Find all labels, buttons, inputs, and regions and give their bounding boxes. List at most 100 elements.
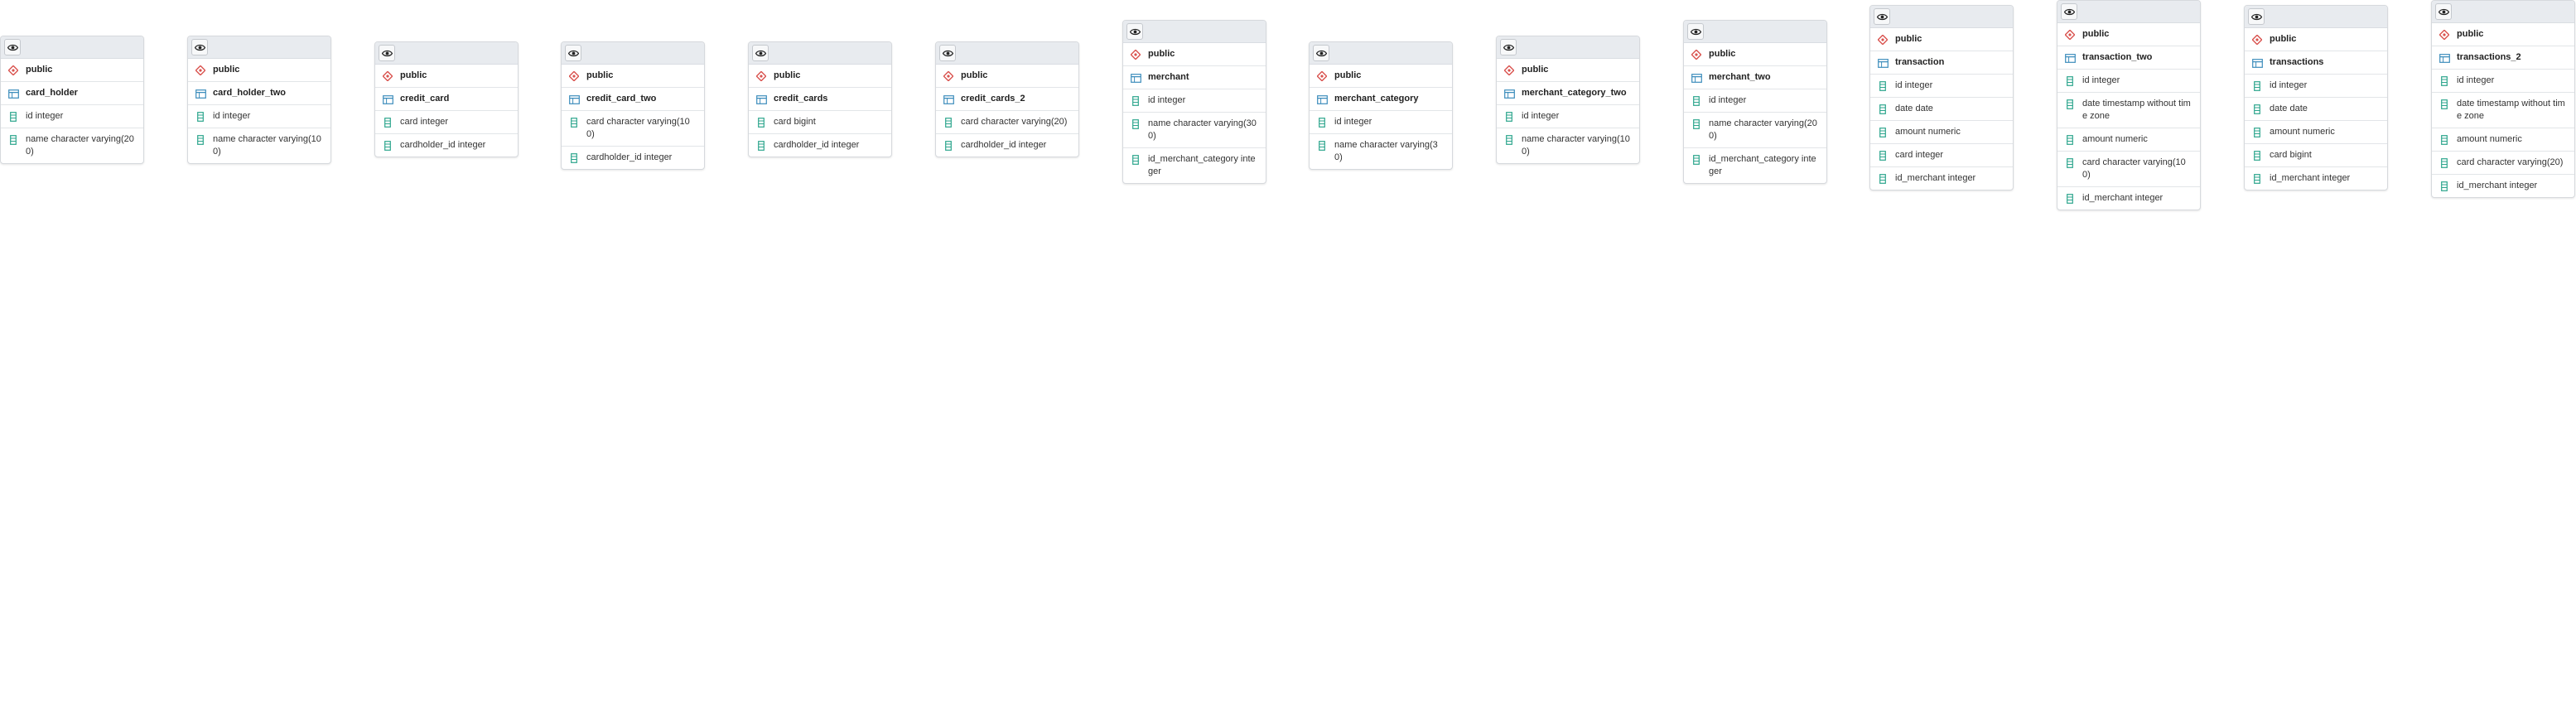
column-icon bbox=[1877, 173, 1889, 185]
column-row: name character varying(30) bbox=[1310, 134, 1452, 169]
table-name-row: credit_cards bbox=[749, 88, 891, 111]
schema-icon bbox=[2251, 34, 2263, 46]
column-row: id_merchant integer bbox=[1870, 167, 2013, 190]
schema-row: public bbox=[749, 65, 891, 88]
column-icon bbox=[1130, 118, 1141, 130]
schema-row: public bbox=[1684, 43, 1826, 66]
column-label: id integer bbox=[2082, 75, 2120, 85]
column-label: date timestamp without time zone bbox=[2082, 99, 2191, 121]
column-label: id integer bbox=[1334, 117, 1372, 127]
column-icon bbox=[382, 117, 393, 128]
table-name: transaction bbox=[1895, 57, 1945, 67]
column-label: id integer bbox=[213, 111, 251, 121]
eye-icon[interactable] bbox=[2061, 3, 2077, 20]
column-row: cardholder_id integer bbox=[562, 147, 704, 169]
table-name-row: merchant bbox=[1123, 66, 1266, 89]
table-icon bbox=[943, 94, 954, 105]
eye-icon[interactable] bbox=[2435, 3, 2452, 20]
column-row: id integer bbox=[2432, 70, 2574, 93]
table-name: merchant bbox=[1148, 72, 1189, 82]
schema-label: public bbox=[1334, 70, 1362, 80]
column-label: card integer bbox=[400, 117, 449, 127]
column-row: card integer bbox=[1870, 144, 2013, 167]
table-name-row: credit_card bbox=[375, 88, 518, 111]
schema-icon bbox=[943, 70, 954, 82]
column-icon bbox=[2064, 99, 2076, 110]
column-row: card bigint bbox=[2245, 144, 2387, 167]
column-row: cardholder_id integer bbox=[936, 134, 1078, 157]
eye-icon[interactable] bbox=[1313, 45, 1329, 61]
column-icon bbox=[943, 140, 954, 152]
column-row: name character varying(200) bbox=[1684, 113, 1826, 148]
schema-row: public bbox=[1, 59, 143, 82]
schema-label: public bbox=[961, 70, 988, 80]
eye-icon[interactable] bbox=[939, 45, 956, 61]
node-header bbox=[1497, 36, 1639, 59]
column-label: card bigint bbox=[2270, 150, 2312, 160]
column-icon bbox=[7, 111, 19, 123]
column-icon bbox=[7, 134, 19, 146]
schema-label: public bbox=[1522, 65, 1549, 75]
column-icon bbox=[1316, 140, 1328, 152]
column-row: id integer bbox=[1310, 111, 1452, 134]
table-icon bbox=[2064, 52, 2076, 64]
column-row: date timestamp without time zone bbox=[2432, 93, 2574, 128]
column-row: card character varying(100) bbox=[562, 111, 704, 147]
eye-icon[interactable] bbox=[379, 45, 395, 61]
column-label: id_merchant integer bbox=[2457, 181, 2538, 190]
column-row: card bigint bbox=[749, 111, 891, 134]
column-row: card character varying(20) bbox=[2432, 152, 2574, 175]
table-icon bbox=[2439, 52, 2450, 64]
node-header bbox=[188, 36, 330, 59]
column-row: cardholder_id integer bbox=[749, 134, 891, 157]
eye-icon[interactable] bbox=[752, 45, 769, 61]
schema-label: public bbox=[774, 70, 801, 80]
eye-icon[interactable] bbox=[191, 39, 208, 55]
schema-label: public bbox=[1148, 49, 1175, 59]
eye-icon[interactable] bbox=[2248, 8, 2265, 25]
column-label: id integer bbox=[1522, 111, 1560, 121]
table-name-row: merchant_two bbox=[1684, 66, 1826, 89]
column-row: id_merchant integer bbox=[2057, 187, 2200, 210]
eye-icon[interactable] bbox=[1126, 23, 1143, 40]
column-label: card character varying(100) bbox=[586, 117, 690, 139]
table-name-row: transaction bbox=[1870, 51, 2013, 75]
eye-icon[interactable] bbox=[1500, 39, 1517, 55]
column-row: id_merchant_category integer bbox=[1684, 148, 1826, 183]
schema-label: public bbox=[586, 70, 614, 80]
column-label: id integer bbox=[2270, 80, 2308, 90]
table-name: transactions bbox=[2270, 57, 2324, 67]
node-header bbox=[1684, 21, 1826, 43]
node-header bbox=[562, 42, 704, 65]
eye-icon[interactable] bbox=[4, 39, 21, 55]
column-row: id integer bbox=[1684, 89, 1826, 113]
node-header bbox=[936, 42, 1078, 65]
eye-icon[interactable] bbox=[565, 45, 581, 61]
eye-icon[interactable] bbox=[1687, 23, 1704, 40]
column-icon bbox=[195, 134, 206, 146]
schema-icon bbox=[7, 65, 19, 76]
table-name: merchant_category_two bbox=[1522, 88, 1627, 98]
table-name-row: transaction_two bbox=[2057, 46, 2200, 70]
table-name: transactions_2 bbox=[2457, 52, 2521, 62]
column-label: card character varying(20) bbox=[961, 117, 1068, 127]
column-icon bbox=[755, 117, 767, 128]
eye-icon[interactable] bbox=[1874, 8, 1890, 25]
table-name-row: transactions bbox=[2245, 51, 2387, 75]
schema-row: public bbox=[1497, 59, 1639, 82]
